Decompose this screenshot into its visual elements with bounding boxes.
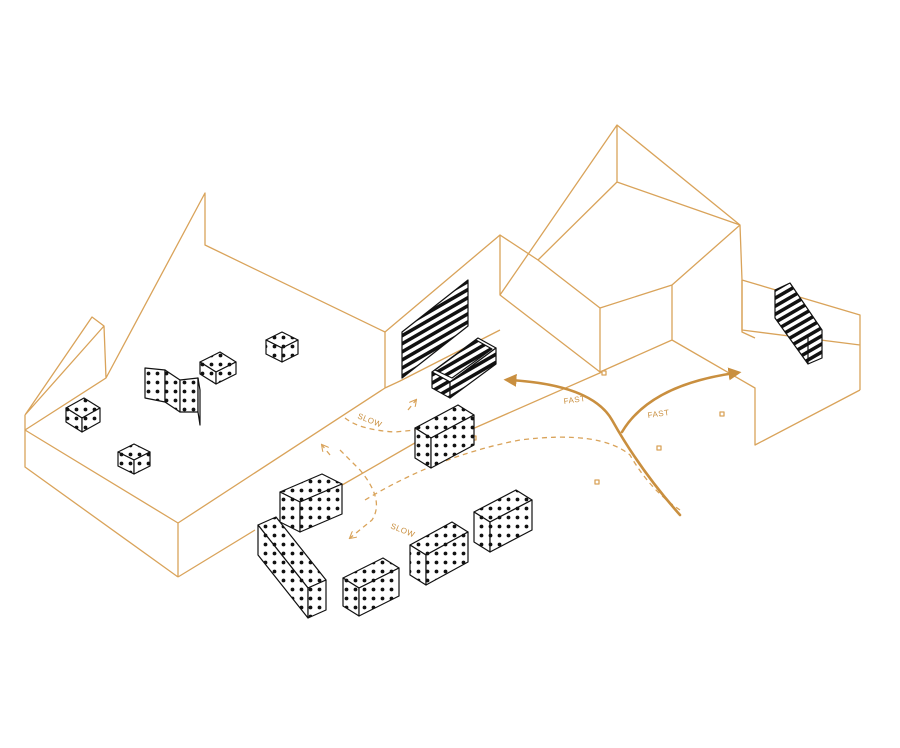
dotted-bench-center	[414, 404, 475, 469]
dotted-bench-front-2	[409, 521, 469, 586]
striped-wall-panel	[401, 279, 469, 379]
corridor-edge	[177, 371, 603, 578]
floor-markers	[471, 370, 725, 485]
armchair-1	[199, 351, 237, 385]
armchair-4	[117, 443, 151, 475]
fast-arrow-right	[620, 367, 742, 434]
folding-screen	[144, 367, 201, 426]
building-outline	[24, 124, 861, 578]
fast-label-right: FAST	[647, 408, 670, 420]
dotted-bench-upper-left	[279, 473, 343, 533]
floor-marker	[601, 370, 607, 376]
fast-paths	[503, 367, 742, 517]
fast-arrow-left	[503, 373, 682, 517]
dotted-bench-long	[257, 516, 327, 619]
slow-path-top-1	[344, 417, 416, 433]
slow-path-top-arrow	[407, 400, 416, 411]
dotted-bench-front-1	[342, 557, 400, 617]
slow-path-bottom	[339, 449, 378, 538]
fast-label-left: FAST	[563, 394, 586, 406]
slow-path-bottom-arrow	[322, 445, 331, 456]
slow-label-top: SLOW	[356, 412, 383, 430]
floor-marker	[594, 479, 600, 485]
armchair-3	[65, 397, 101, 433]
floor-marker	[656, 445, 662, 451]
floor-marker	[719, 411, 725, 417]
slow-label-bottom: SLOW	[389, 522, 416, 540]
striped-panel-right	[774, 282, 823, 365]
left-room-walls	[24, 192, 386, 578]
striped-bench	[431, 337, 497, 399]
right-room-walls	[384, 124, 861, 446]
armchair-2	[265, 331, 299, 363]
dotted-bench-front-3	[473, 489, 533, 553]
